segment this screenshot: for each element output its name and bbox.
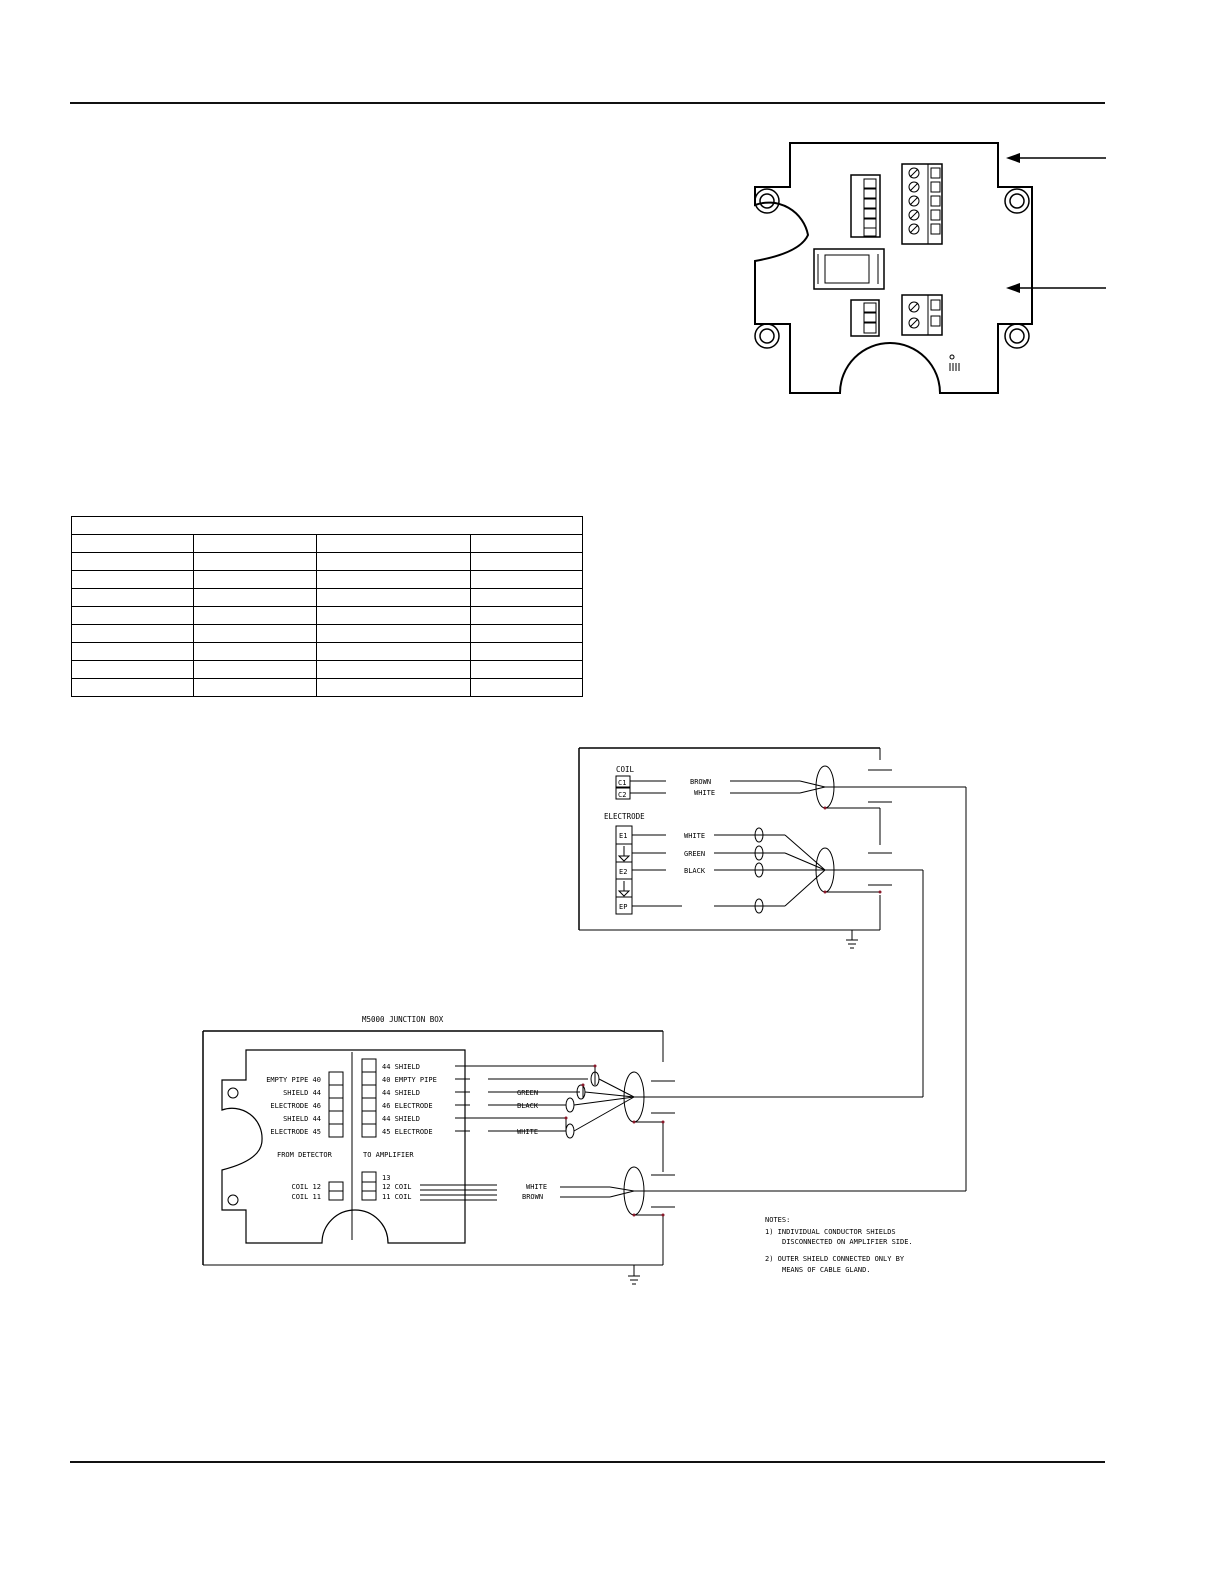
coil-terminal-c2: C2: [618, 791, 626, 799]
mount-hole-bottom-right: [1004, 323, 1030, 349]
coil-terminal-c1: C1: [618, 779, 626, 787]
electrode-wire-black: BLACK: [684, 867, 706, 875]
note-2-line-1: 2) OUTER SHIELD CONNECTED ONLY BY: [765, 1255, 905, 1263]
jb-right-terminal-4: 46 ELECTRODE: [382, 1102, 433, 1110]
screw-terminal-upper: [901, 163, 943, 245]
sensor-box: [578, 747, 881, 931]
table-row: [72, 589, 582, 607]
jb-coil-wiring: [420, 1166, 966, 1285]
jb-left-terminal-3: ELECTRODE 46: [270, 1102, 321, 1110]
jb-coil-left-11: COIL 11: [291, 1193, 321, 1201]
jb-coil-right-13: 13: [382, 1174, 390, 1182]
table-row: [72, 607, 582, 625]
bottom-rule: [70, 1461, 1105, 1463]
jb-coil-right-block: [361, 1171, 377, 1201]
mount-hole-top-right: [1004, 188, 1030, 214]
note-2-line-2: MEANS OF CABLE GLAND.: [782, 1266, 871, 1274]
table-row: [72, 625, 582, 643]
terminal-board-drawing: [754, 142, 1106, 394]
electrode-wire-green: GREEN: [684, 850, 705, 858]
jb-left-terminal-4: SHIELD 44: [283, 1115, 321, 1123]
jb-left-terminal-1: EMPTY PIPE 40: [266, 1076, 321, 1084]
connector-block-upper-left: [850, 174, 881, 238]
table-header-row: [72, 517, 582, 535]
jb-wire-green: GREEN: [517, 1089, 538, 1097]
screw-terminal-lower: [901, 294, 943, 336]
top-rule: [70, 102, 1105, 104]
jb-coil-left-12: COIL 12: [291, 1183, 321, 1191]
jb-coil-wire-brown: BROWN: [522, 1193, 543, 1201]
jb-coil-right-12: 12 COIL: [382, 1183, 412, 1191]
table-row: [72, 535, 582, 553]
logo-mark: [949, 354, 960, 371]
table-row: [72, 661, 582, 679]
mount-hole-bottom-left: [754, 323, 780, 349]
jb-left-terminal-5: ELECTRODE 45: [270, 1128, 321, 1136]
jb-coil-right-11: 11 COIL: [382, 1193, 412, 1201]
coil-wire-white: WHITE: [694, 789, 715, 797]
jb-right-terminal-5: 44 SHIELD: [382, 1115, 420, 1123]
board-outline: [754, 142, 1033, 394]
mount-hole-top-left: [754, 188, 780, 214]
to-amplifier-label: TO AMPLIFIER: [363, 1151, 414, 1159]
jb-right-terminal-2: 40 EMPTY PIPE: [382, 1076, 437, 1084]
jb-wire-black: BLACK: [517, 1102, 539, 1110]
jb-left-terminal-2: SHIELD 44: [283, 1089, 321, 1097]
coil-title: COIL: [616, 765, 635, 774]
electrode-title: ELECTRODE: [604, 812, 645, 821]
component-block: [813, 248, 885, 290]
jb-coil-wire-white: WHITE: [526, 1183, 547, 1191]
jb-left-terminal-block: [328, 1071, 344, 1138]
table-row: [72, 571, 582, 589]
junction-box-title: M5000 JUNCTION BOX: [362, 1015, 444, 1024]
electrode-terminal-e2: E2: [619, 868, 627, 876]
table-row: [72, 679, 582, 696]
arrow-upper: [1006, 153, 1106, 163]
arrow-lower: [1006, 283, 1106, 293]
jb-coil-left-block: [328, 1181, 344, 1201]
notes-title: NOTES:: [765, 1216, 790, 1224]
electrode-terminal-ep: EP: [619, 903, 627, 911]
jb-signal-wiring: [455, 1065, 923, 1172]
connector-block-lower-left: [850, 299, 880, 337]
jb-right-terminal-block: [361, 1058, 377, 1138]
coil-wire-brown: BROWN: [690, 778, 711, 786]
table-row: [72, 553, 582, 571]
note-1-line-2: DISCONNECTED ON AMPLIFIER SIDE.: [782, 1238, 913, 1246]
table-row: [72, 643, 582, 661]
jb-right-terminal-1: 44 SHIELD: [382, 1063, 420, 1071]
jb-wire-white: WHITE: [517, 1128, 538, 1136]
from-detector-label: FROM DETECTOR: [277, 1151, 333, 1159]
electrode-terminal-e1: E1: [619, 832, 627, 840]
note-1-line-1: 1) INDIVIDUAL CONDUCTOR SHIELDS: [765, 1228, 896, 1236]
electrode-wire-white: WHITE: [684, 832, 705, 840]
empty-table: [71, 516, 583, 697]
jb-right-terminal-6: 45 ELECTRODE: [382, 1128, 433, 1136]
jb-right-terminal-3: 44 SHIELD: [382, 1089, 420, 1097]
